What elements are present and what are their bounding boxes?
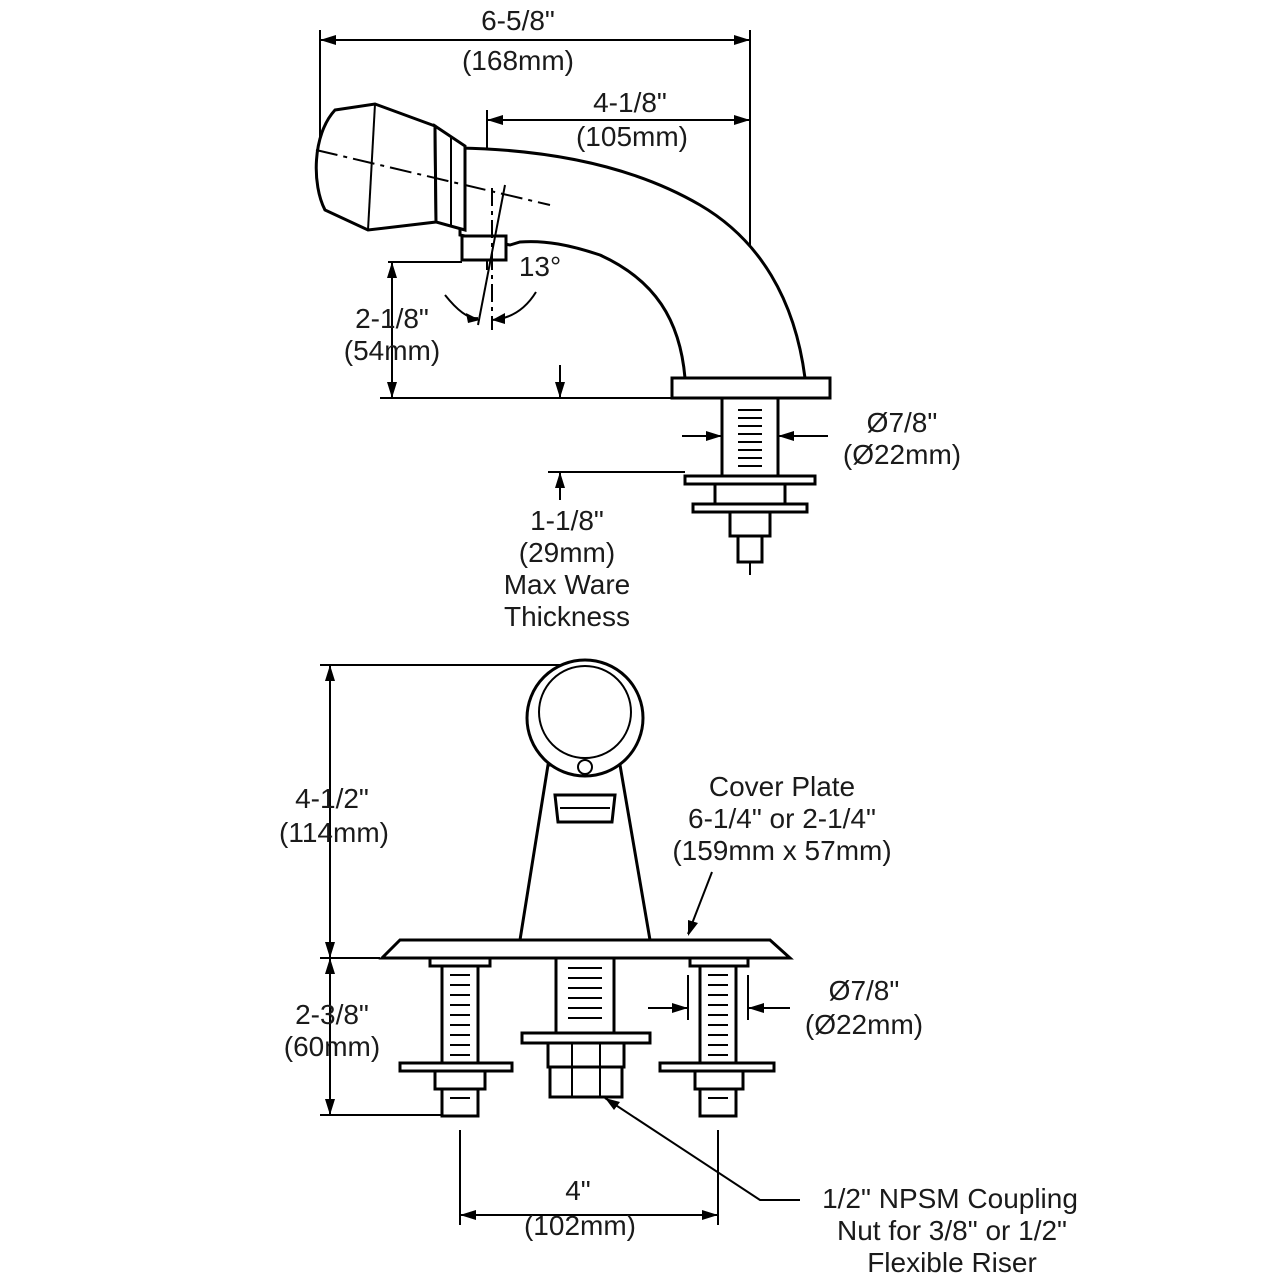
coupling-nut xyxy=(728,510,772,538)
overall-width-metric: (168mm) xyxy=(462,45,574,76)
cover-plate xyxy=(378,938,794,960)
side-shank-diameter-metric: (Ø22mm) xyxy=(843,439,961,470)
front-shank-diameter-imperial: Ø7/8" xyxy=(829,975,900,1006)
center-threaded-shank xyxy=(554,956,616,1035)
aerator xyxy=(460,234,508,262)
front-shank-diameter-metric: (Ø22mm) xyxy=(805,1009,923,1040)
arrowhead xyxy=(492,313,505,324)
arrowhead xyxy=(706,431,722,441)
center-spacing-metric: (102mm) xyxy=(524,1210,636,1241)
ware-thickness-line2: Thickness xyxy=(504,601,630,632)
angle-arc xyxy=(444,294,479,320)
arrowhead xyxy=(702,1210,718,1220)
arrowhead xyxy=(688,920,698,936)
coupling-nut-leader xyxy=(604,1097,800,1201)
cap-edge-line xyxy=(367,103,376,231)
cover-plate-size-metric: (159mm x 57mm) xyxy=(672,835,891,866)
ware-thickness-line1: Max Ware xyxy=(504,569,631,600)
coupling-note-line3: Flexible Riser xyxy=(867,1247,1037,1278)
arrowhead xyxy=(325,1099,335,1115)
spray-angle-line xyxy=(477,184,506,326)
arrowhead xyxy=(672,1003,688,1013)
left-threaded-shank xyxy=(440,964,480,1118)
cover-plate-size-imperial: 6-1/4" or 2-1/4" xyxy=(688,803,876,834)
side-shank-diameter-imperial: Ø7/8" xyxy=(867,407,938,438)
arrowhead xyxy=(325,665,335,681)
arrowhead xyxy=(734,35,750,45)
arrowhead xyxy=(325,958,335,974)
arrowhead xyxy=(748,1003,764,1013)
angle-arc xyxy=(491,291,537,321)
right-threaded-shank xyxy=(698,964,738,1118)
spray-angle-label: 13° xyxy=(519,251,561,282)
arrowhead xyxy=(605,1098,620,1110)
arrowhead xyxy=(734,115,750,125)
threaded-shank xyxy=(720,396,780,480)
arrowhead xyxy=(387,382,397,398)
overall-width-imperial: 6-5/8" xyxy=(481,5,555,36)
arrowhead xyxy=(460,1210,476,1220)
overall-height-metric: (114mm) xyxy=(279,817,389,848)
spout-height-metric: (54mm) xyxy=(344,335,440,366)
right-lock-nut xyxy=(693,1069,745,1091)
ware-thickness-metric: (29mm) xyxy=(519,537,615,568)
overall-height-imperial: 4-1/2" xyxy=(295,783,369,814)
ware-thickness-imperial: 1-1/8" xyxy=(530,505,604,536)
coupling-note-line1: 1/2" NPSM Coupling xyxy=(822,1183,1078,1214)
front-shank-threads xyxy=(450,967,728,1099)
lock-nut xyxy=(713,482,787,506)
arrowhead xyxy=(555,472,565,488)
cap-axis-line xyxy=(315,149,551,206)
arrowhead xyxy=(466,313,480,323)
left-lock-nut xyxy=(433,1069,487,1091)
coupling-note-line2: Nut for 3/8" or 1/2" xyxy=(837,1215,1067,1246)
center-spacing-imperial: 4" xyxy=(565,1175,591,1206)
front-view: 4-1/2" (114mm) Cover Plate 6-1/4" or 2-1… xyxy=(279,658,1078,1278)
center-lock-nut xyxy=(546,1041,626,1069)
shank-length-imperial: 2-3/8" xyxy=(295,999,369,1030)
coupling-nut-front xyxy=(548,1065,624,1099)
spout-body xyxy=(458,146,807,380)
shank-length-metric: (60mm) xyxy=(284,1031,380,1062)
stud-end xyxy=(736,534,764,564)
arrowhead xyxy=(778,431,794,441)
spout-front-body xyxy=(518,763,652,942)
spout-height-imperial: 2-1/8" xyxy=(355,303,429,334)
set-screw xyxy=(577,759,593,775)
base-flange xyxy=(670,376,832,400)
side-view: 6-5/8" (168mm) 4-1/8" (105mm) 13° 2-1/8"… xyxy=(314,5,961,632)
cover-plate-title: Cover Plate xyxy=(709,771,855,802)
spout-reach-imperial: 4-1/8" xyxy=(593,87,667,118)
arrowhead xyxy=(325,942,335,958)
push-button-inner-ring xyxy=(538,665,632,759)
arrowhead xyxy=(387,262,397,278)
push-button-cap xyxy=(314,102,438,232)
arrowhead xyxy=(487,115,503,125)
arrowhead xyxy=(320,35,336,45)
spout-reach-metric: (105mm) xyxy=(576,121,688,152)
arrowhead xyxy=(555,382,565,398)
